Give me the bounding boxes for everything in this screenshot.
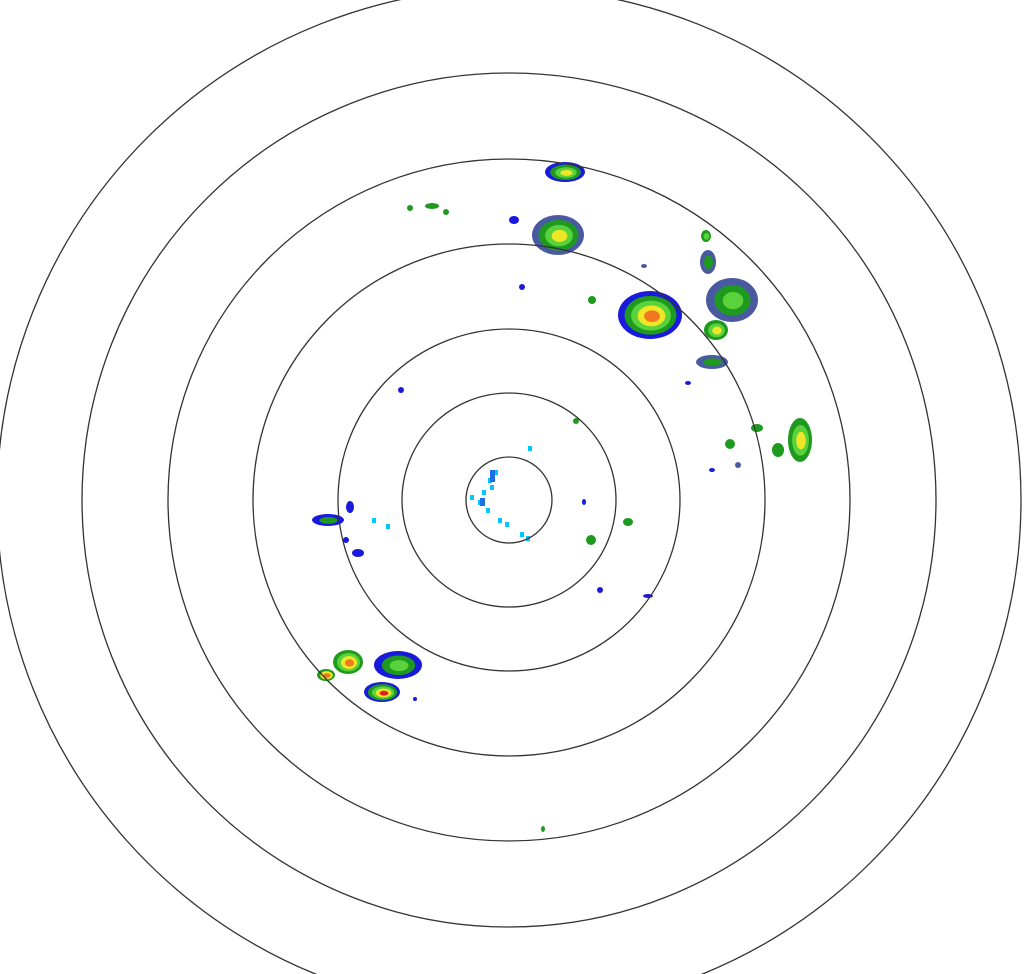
echo-cell	[751, 424, 763, 432]
ground-clutter	[505, 522, 509, 527]
range-ring-1	[465, 456, 553, 544]
range-ring-5	[167, 158, 851, 842]
range-ring-3	[337, 328, 681, 672]
echo-cell	[735, 462, 741, 468]
echo-light	[509, 216, 519, 224]
echo-cell	[772, 443, 784, 457]
echo-light	[343, 537, 349, 543]
echo-moderate	[703, 255, 714, 270]
echo-cell	[425, 203, 439, 209]
echo-cell	[346, 501, 354, 513]
echo-moderate	[443, 209, 449, 215]
echo-intense	[379, 690, 389, 696]
echo-light	[597, 587, 603, 593]
echo-moderate	[772, 443, 784, 457]
ground-clutter	[528, 446, 532, 451]
echo-cell	[532, 215, 584, 255]
echo-moderate	[703, 358, 722, 367]
ground-clutter	[386, 524, 390, 529]
echo-cell	[343, 537, 349, 543]
echo-light	[582, 499, 586, 505]
echo-cell	[588, 296, 596, 304]
echo-light	[685, 381, 691, 385]
echo-cell	[788, 418, 812, 462]
echo-cell	[586, 535, 596, 545]
echo-moderate	[319, 516, 338, 524]
echo-heavy	[344, 659, 355, 667]
ground-clutter	[498, 518, 502, 523]
echo-cell	[704, 320, 728, 340]
echo-medium	[703, 232, 710, 240]
ground-clutter	[470, 495, 474, 500]
echo-strong	[560, 169, 573, 176]
ground-clutter	[480, 498, 485, 506]
ground-clutter	[520, 532, 524, 537]
echo-cell	[519, 284, 525, 290]
echo-cell	[545, 162, 585, 182]
echo-cell	[696, 355, 728, 369]
ground-clutter	[490, 470, 495, 482]
echo-cell	[443, 209, 449, 215]
echo-strong	[712, 326, 722, 335]
echo-cell	[573, 418, 579, 424]
ground-clutter	[486, 508, 490, 513]
echo-cell	[582, 499, 586, 505]
echo-moderate	[541, 826, 545, 832]
echo-moderate	[586, 535, 596, 545]
echo-light	[519, 284, 525, 290]
echo-medium	[389, 660, 409, 672]
echo-cell	[709, 468, 715, 472]
echo-moderate	[425, 203, 439, 209]
echo-light	[709, 468, 715, 472]
echo-cell	[725, 439, 735, 449]
echo-cell	[413, 697, 417, 701]
echo-cell	[407, 205, 413, 211]
echo-cell	[398, 387, 404, 393]
echo-cell	[509, 216, 519, 224]
echo-light	[346, 501, 354, 513]
range-ring-6	[81, 72, 937, 928]
echo-cell	[685, 381, 691, 385]
echo-cell	[706, 278, 758, 322]
ground-clutter	[490, 485, 494, 490]
echo-medium	[722, 291, 744, 310]
echo-moderate	[751, 424, 763, 432]
echo-heavy	[323, 673, 331, 678]
echo-moderate	[725, 439, 735, 449]
precipitation-echoes	[312, 162, 812, 832]
echo-moderate	[573, 418, 579, 424]
echo-light	[352, 549, 364, 557]
echo-light	[398, 387, 404, 393]
echo-cell	[312, 514, 344, 526]
range-ring-2	[401, 392, 617, 608]
echo-moderate	[623, 518, 633, 526]
echo-heavy	[644, 310, 660, 323]
echo-moderate	[588, 296, 596, 304]
echo-cell	[701, 230, 711, 242]
echo-cell	[352, 549, 364, 557]
range-ring-4	[252, 243, 766, 757]
echo-strong	[796, 431, 806, 450]
echo-cell	[541, 826, 545, 832]
echo-weak-edge	[735, 462, 741, 468]
echo-cell	[597, 587, 603, 593]
echo-weak-edge	[641, 264, 647, 268]
ground-clutter	[494, 470, 498, 475]
echo-light	[413, 697, 417, 701]
echo-cell	[700, 250, 716, 274]
echo-cell	[317, 669, 335, 681]
echo-cell	[623, 518, 633, 526]
echo-cell	[641, 264, 647, 268]
echo-cell	[364, 682, 400, 702]
echo-strong	[551, 229, 568, 242]
echo-moderate	[407, 205, 413, 211]
ground-clutter	[482, 490, 486, 495]
echo-cell	[333, 650, 363, 674]
ground-clutter	[372, 518, 376, 523]
echo-cell	[374, 651, 422, 679]
echo-cell	[618, 291, 682, 339]
